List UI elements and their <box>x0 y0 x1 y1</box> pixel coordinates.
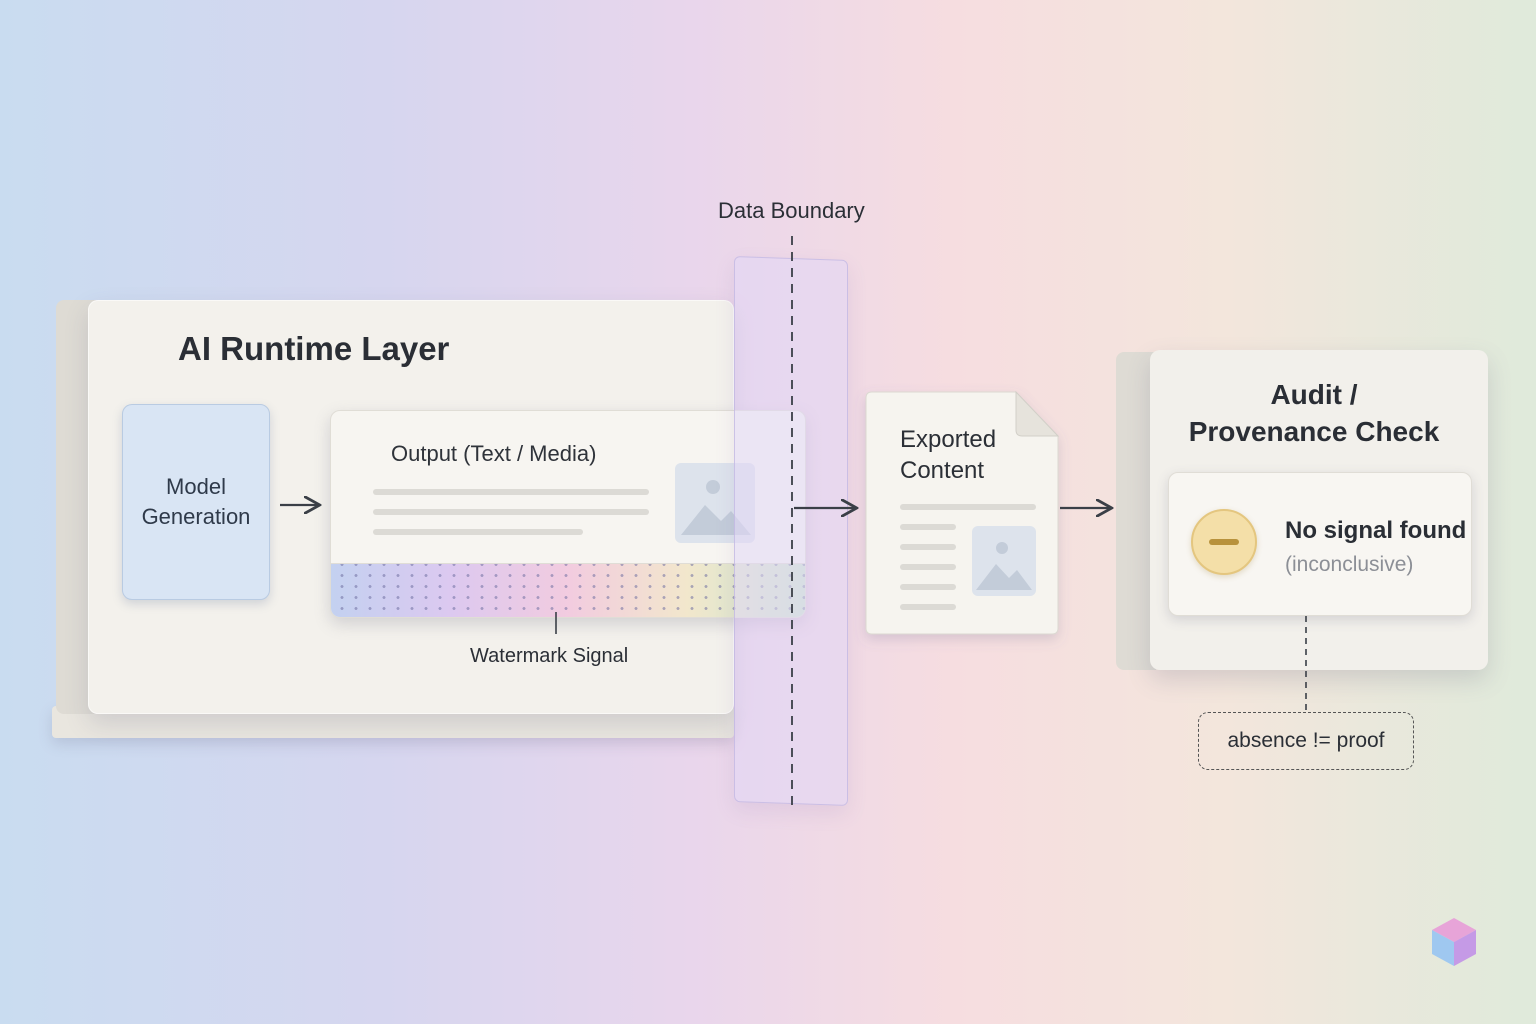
output-title: Output (Text / Media) <box>391 441 597 466</box>
output-card: Output (Text / Media) <box>330 410 806 618</box>
absence-note-box: absence != proof <box>1198 712 1414 770</box>
exported-content-label: Exported Content <box>900 424 996 486</box>
cube-logo-icon <box>1432 918 1476 966</box>
audit-title-line2: Provenance Check <box>1188 416 1440 447</box>
audit-panel-side <box>1116 352 1156 670</box>
doc-text-line <box>900 544 956 550</box>
exported-content-line1: Exported <box>900 426 997 453</box>
audit-title-line1: Audit / <box>1270 379 1358 410</box>
doc-text-line <box>900 524 956 530</box>
inconclusive-status-icon <box>1191 509 1257 575</box>
audit-result-note: (inconclusive) <box>1285 553 1414 576</box>
doc-text-line <box>900 504 1036 510</box>
text-line <box>373 509 649 515</box>
watermark-signal-strip <box>331 563 805 617</box>
doc-image-icon <box>972 526 1036 596</box>
doc-text-line <box>900 604 956 610</box>
model-generation-label-line1: Model <box>166 474 226 499</box>
audit-result-card: No signal found (inconclusive) <box>1168 472 1472 616</box>
absence-note-text: absence != proof <box>1227 729 1385 752</box>
model-generation-label-line2: Generation <box>141 504 251 529</box>
audit-title: Audit / Provenance Check <box>1150 376 1478 450</box>
model-generation-box: Model Generation <box>122 404 270 600</box>
doc-text-line <box>900 564 956 570</box>
doc-text-line <box>900 584 956 590</box>
minus-icon <box>1209 539 1239 545</box>
runtime-layer-title: AI Runtime Layer <box>178 330 450 367</box>
exported-content-line2: Content <box>900 457 985 484</box>
watermark-signal-label: Watermark Signal <box>470 645 629 667</box>
data-boundary-label: Data Boundary <box>718 198 865 223</box>
text-line <box>373 489 649 495</box>
text-line <box>373 529 583 535</box>
audit-result-text: No signal found <box>1285 517 1467 544</box>
